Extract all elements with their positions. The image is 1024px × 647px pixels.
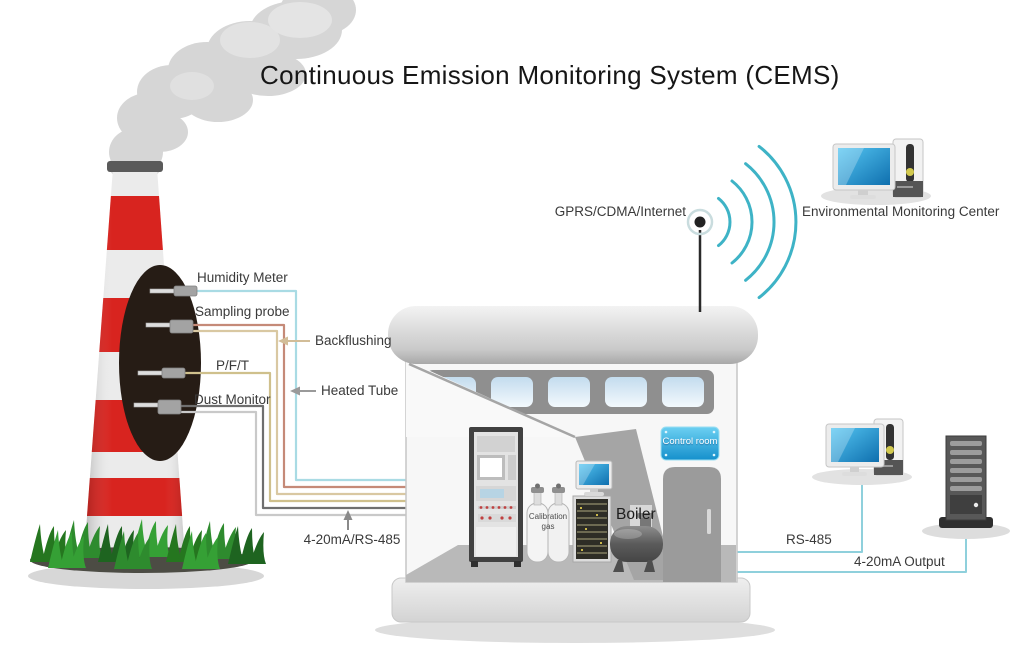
window <box>662 377 704 407</box>
stack-cap <box>107 161 163 172</box>
line-dust <box>178 404 412 510</box>
line-sampling <box>190 323 412 489</box>
smokestack <box>84 161 201 556</box>
label-gprs-cdma-internet: GPRS/CDMA/Internet <box>554 204 686 219</box>
door-handle <box>707 509 711 534</box>
data-server-rack <box>572 460 613 563</box>
line-rs485 <box>733 480 863 553</box>
label-4-20ma-output: 4-20mA Output <box>854 554 945 569</box>
control-room-sign <box>660 426 720 461</box>
line-backflushing <box>190 329 412 496</box>
label-signal-bundle: 4-20mA/RS-485 <box>303 532 401 547</box>
label-dust-monitor: Dust Monitor <box>194 392 271 407</box>
pft-probe <box>137 367 186 379</box>
computer-monitor <box>825 423 885 476</box>
window <box>548 377 590 407</box>
annotation-arrows <box>278 336 353 530</box>
rack-indicator-lights <box>478 506 516 522</box>
server-tower <box>922 435 1010 539</box>
building-roof <box>388 306 758 364</box>
label-sampling-probe: Sampling probe <box>195 304 290 319</box>
server-monitor <box>575 460 613 496</box>
boiler-tank <box>610 505 663 572</box>
building-shadow <box>375 617 775 643</box>
backflushing-arrow <box>278 336 310 346</box>
monitoring-center-computer <box>821 138 931 205</box>
label-rs485: RS-485 <box>786 532 832 547</box>
label-pft: P/F/T <box>216 358 249 373</box>
line-heated-tube <box>178 410 412 517</box>
analyzer-rack <box>469 427 523 567</box>
grass <box>28 519 266 589</box>
label-humidity-meter: Humidity Meter <box>197 270 288 285</box>
calibration-gas-line1: Calibration <box>528 512 568 521</box>
building-foundation <box>391 577 751 623</box>
line-humidity <box>194 289 412 482</box>
line-4-20ma-output <box>733 528 967 573</box>
label-backflushing: Backflushing <box>315 333 392 348</box>
calibration-gas-line2: gas <box>541 522 555 531</box>
window <box>605 377 647 407</box>
page-title: Continuous Emission Monitoring System (C… <box>260 60 840 90</box>
smoke-plume <box>109 0 356 182</box>
dust-monitor-probe <box>133 399 182 415</box>
heated-tube-arrow <box>290 386 316 396</box>
computer-monitor <box>832 143 896 199</box>
window <box>491 377 533 407</box>
signal-bundle-arrow <box>343 510 353 530</box>
wireless-signal-arcs <box>717 144 798 300</box>
local-computer <box>812 418 912 485</box>
cutaway-edge <box>408 362 576 439</box>
sampling-probe <box>145 319 194 334</box>
shelter-building <box>375 306 775 643</box>
gas-cylinder <box>526 483 549 563</box>
antenna <box>686 208 714 312</box>
label-boiler: Boiler <box>616 506 656 523</box>
line-pft <box>182 371 412 503</box>
stack-probes <box>133 285 198 415</box>
label-heated-tube: Heated Tube <box>321 383 399 398</box>
calibration-gas-cylinders <box>526 483 570 563</box>
antenna-node <box>694 216 706 228</box>
label-control-room: Control room <box>662 436 718 447</box>
label-environmental-monitoring-center: Environmental Monitoring Center <box>802 204 1000 219</box>
gas-cylinder <box>547 483 570 563</box>
door <box>663 467 721 582</box>
humidity-probe <box>149 285 198 297</box>
